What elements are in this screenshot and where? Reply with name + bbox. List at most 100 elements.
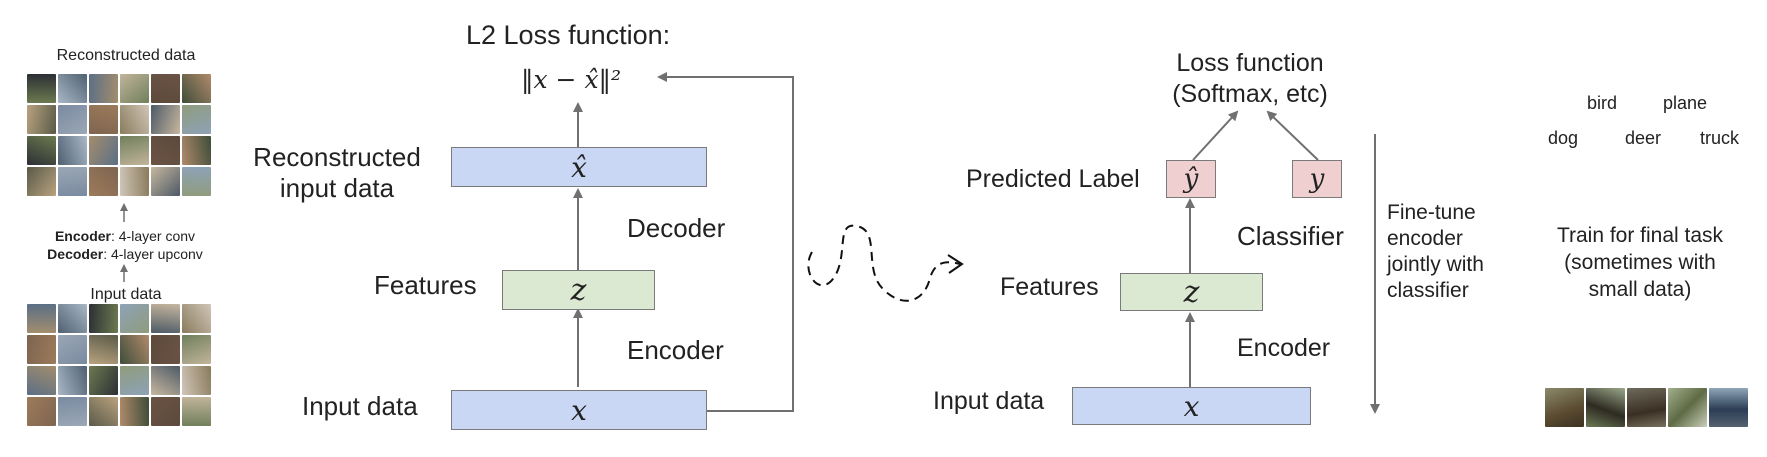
photo-plane (1668, 388, 1707, 427)
decoder-spec: Decoder: 4-layer upconv (20, 247, 230, 261)
image-thumbnail (89, 74, 118, 103)
encoder-spec-rest: : 4-layer conv (110, 228, 196, 244)
image-thumbnail (182, 74, 211, 103)
l2-loss-title: L2 Loss function: (466, 20, 671, 50)
image-thumbnail (89, 397, 118, 426)
image-thumbnail (182, 397, 211, 426)
image-thumbnail (89, 105, 118, 134)
image-thumbnail (120, 167, 149, 196)
image-thumbnail (58, 136, 87, 165)
image-thumbnail (182, 335, 211, 364)
cls-features-label: Features (1000, 273, 1099, 301)
image-thumbnail (27, 366, 56, 395)
cls-input-box: x (1072, 387, 1311, 425)
image-thumbnail (58, 167, 87, 196)
photo-dog (1545, 388, 1584, 427)
cls-loss-label: Loss function (Softmax, etc) (1140, 48, 1360, 110)
image-thumbnail (120, 304, 149, 333)
image-thumbnail (27, 136, 56, 165)
image-thumbnail (151, 74, 180, 103)
image-thumbnail (120, 366, 149, 395)
image-thumbnail (27, 74, 56, 103)
class-label-plane: plane (1663, 93, 1708, 113)
image-thumbnail (27, 167, 56, 196)
ae-z-symbol: z (570, 272, 587, 308)
image-thumbnail (182, 105, 211, 134)
classifier-label: Classifier (1237, 221, 1344, 251)
reconstructed-data-title: Reconstructed data (56, 47, 196, 64)
image-thumbnail (58, 366, 87, 395)
class-label-bird: bird (1587, 93, 1618, 113)
image-thumbnail (89, 335, 118, 364)
image-thumbnail (58, 304, 87, 333)
recon-input-label: Reconstructed input data (237, 142, 437, 204)
ae-encoder-label: Encoder (627, 335, 724, 365)
class-label-dog: dog (1548, 128, 1579, 148)
ae-features-label: Features (374, 270, 477, 300)
arrow-yhat-to-loss (1192, 110, 1239, 161)
finetune-line-1: Fine-tune (1387, 201, 1476, 224)
image-thumbnail (27, 304, 56, 333)
train-line-1: Train for final task (1556, 224, 1724, 247)
recon-symbol: x̂ (571, 150, 587, 184)
image-thumbnail (182, 366, 211, 395)
cls-x-symbol: x (1183, 389, 1200, 423)
ae-input-label: Input data (302, 391, 418, 421)
image-thumbnail (58, 105, 87, 134)
image-thumbnail (151, 105, 180, 134)
image-thumbnail (89, 167, 118, 196)
ae-decoder-label: Decoder (627, 213, 726, 243)
finetune-line-2: encoder (1387, 227, 1463, 250)
decoder-spec-bold: Decoder (47, 246, 104, 262)
finetune-text: Fine-tune encoder jointly with classifie… (1387, 200, 1484, 304)
photo-truck (1709, 388, 1748, 427)
image-thumbnail (120, 74, 149, 103)
cls-encoder-label: Encoder (1237, 334, 1331, 362)
finetune-line-3: jointly with (1387, 253, 1484, 276)
cls-loss-line2: (Softmax, etc) (1172, 80, 1328, 108)
image-thumbnail (182, 304, 211, 333)
image-thumbnail (151, 304, 180, 333)
image-thumbnail (27, 397, 56, 426)
ae-input-box: x (451, 390, 707, 430)
train-line-2: (sometimes with (1564, 251, 1716, 274)
image-thumbnail (120, 397, 149, 426)
photo-deer (1627, 388, 1666, 427)
image-thumbnail (151, 136, 180, 165)
image-thumbnail (120, 136, 149, 165)
y-symbol: y (1309, 164, 1325, 194)
cls-feature-box: z (1120, 273, 1263, 311)
cls-z-symbol: z (1183, 274, 1200, 310)
image-thumbnail (151, 397, 180, 426)
ae-x-symbol: x (571, 393, 587, 427)
cls-loss-line1: Loss function (1176, 49, 1324, 77)
ae-feature-box: z (502, 270, 655, 310)
image-thumbnail (89, 136, 118, 165)
image-thumbnail (58, 335, 87, 364)
image-thumbnail (58, 397, 87, 426)
image-thumbnail (120, 335, 149, 364)
image-thumbnail (182, 167, 211, 196)
class-label-deer: deer (1625, 128, 1662, 148)
squiggle-arrowhead (947, 254, 964, 274)
image-thumbnail (120, 105, 149, 134)
finetune-line-4: classifier (1387, 279, 1469, 302)
squiggle-arrow (807, 224, 961, 302)
image-thumbnail (27, 105, 56, 134)
image-thumbnail (151, 167, 180, 196)
arrow-input-to-loss (657, 72, 794, 412)
arrow-y-to-loss (1266, 110, 1319, 161)
photo-bird (1586, 388, 1625, 427)
recon-box: x̂ (451, 147, 707, 187)
image-thumbnail (89, 304, 118, 333)
image-thumbnail (58, 74, 87, 103)
image-thumbnail (151, 335, 180, 364)
recon-input-label-line1: Reconstructed (253, 142, 421, 172)
cls-input-label: Input data (933, 387, 1045, 415)
image-thumbnail (27, 335, 56, 364)
input-image-grid (27, 304, 211, 426)
train-final-task-text: Train for final task (sometimes with sma… (1535, 222, 1745, 303)
train-line-3: small data) (1588, 278, 1692, 301)
image-thumbnail (182, 136, 211, 165)
